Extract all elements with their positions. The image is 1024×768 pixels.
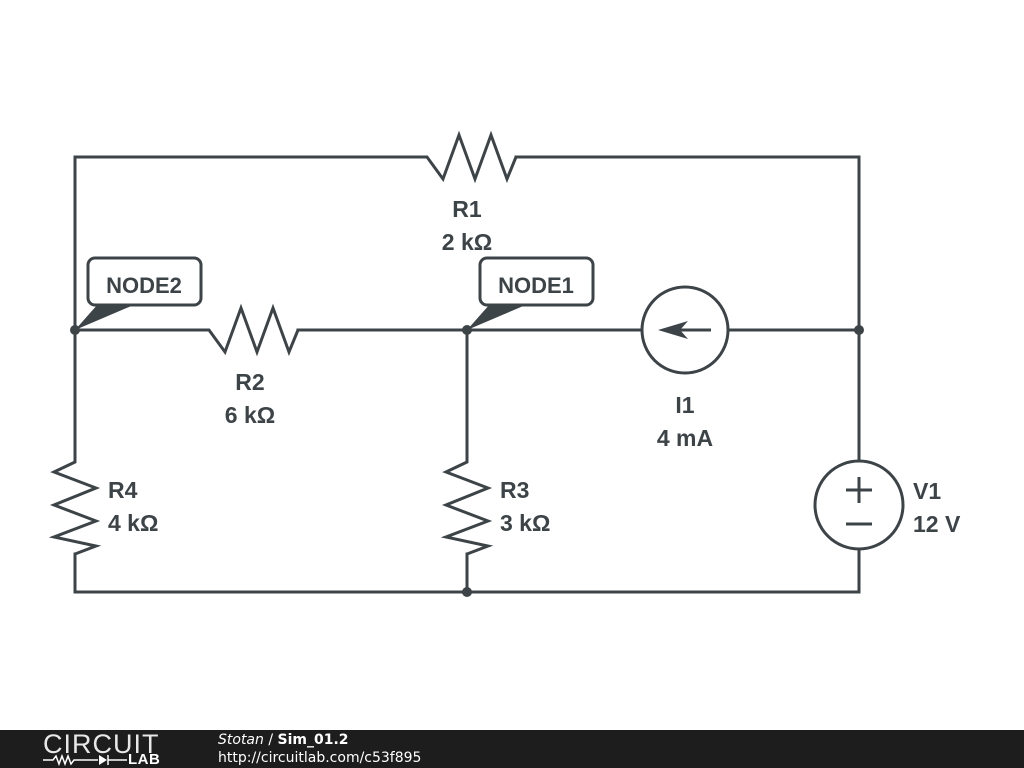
author-link[interactable]: Stotan [218,732,264,748]
current-source-i1-circle [640,285,730,375]
voltage-source-v1-circle [813,459,905,551]
circuitlab-logo-text: CIRCUIT [43,729,160,759]
current-source-i1-name: I1 [675,392,694,418]
resistor-r4[interactable]: R4 4 kΩ [48,454,158,556]
resistor-r1-symbol [418,130,518,184]
resistor-r1-value: 2 kΩ [442,229,492,255]
current-source-i1-value: 4 mA [657,425,713,451]
node1-box [478,256,595,307]
circuitlab-logo-symbol-icon [43,754,127,766]
node2-text: NODE2 [106,273,182,298]
resistor-r3[interactable]: R3 3 kΩ [440,454,550,556]
resistor-r4-name: R4 [108,477,138,503]
resistor-r2[interactable]: R2 6 kΩ [202,303,300,428]
resistor-r3-symbol [440,454,494,556]
node2-box [86,256,203,307]
resistor-r3-name: R3 [500,477,529,503]
wire-top-right [514,155,861,332]
circuit-title[interactable]: Sim_01.2 [277,732,349,748]
arrow-head-icon [658,321,688,339]
wire-r4-bottom [73,552,469,594]
node1-pointer [467,304,528,330]
resistor-r1[interactable]: R1 2 kΩ [418,130,518,255]
wire-v1-bottom [465,547,861,594]
circuit-schematic: R1 2 kΩ R2 6 kΩ R4 4 kΩ R3 3 kΩ I1 4 mA … [48,130,961,597]
resistor-r2-symbol [202,303,300,357]
node-label-node1[interactable]: NODE1 [467,256,595,330]
node2-pointer [75,304,136,330]
circuit-url[interactable]: http://circuitlab.com/c53f895 [218,750,422,766]
current-source-i1[interactable]: I1 4 mA [640,285,730,451]
circuit-title-line: Stotan / Sim_01.2 [218,731,349,749]
circuitlab-logo-lab: LAB [128,751,161,768]
footer-bar: CIRCUIT LAB Stotan / Sim_01.2 http://cir… [0,730,1024,768]
resistor-r4-symbol [48,454,102,556]
resistor-r4-value: 4 kΩ [108,510,158,536]
wire-top-left [73,155,420,332]
title-separator: / [263,732,278,748]
resistor-r3-value: 3 kΩ [500,510,550,536]
node-label-node2[interactable]: NODE2 [75,256,203,330]
junction-bottom [462,587,472,597]
resistor-r2-value: 6 kΩ [225,402,275,428]
voltage-source-v1[interactable]: V1 12 V [813,459,961,551]
resistor-r2-name: R2 [235,369,264,395]
voltage-source-v1-value: 12 V [913,511,961,537]
voltage-source-v1-name: V1 [913,478,941,504]
wires [73,155,861,594]
resistor-r1-name: R1 [452,196,482,222]
node1-text: NODE1 [498,273,574,298]
junction-right [854,325,864,335]
